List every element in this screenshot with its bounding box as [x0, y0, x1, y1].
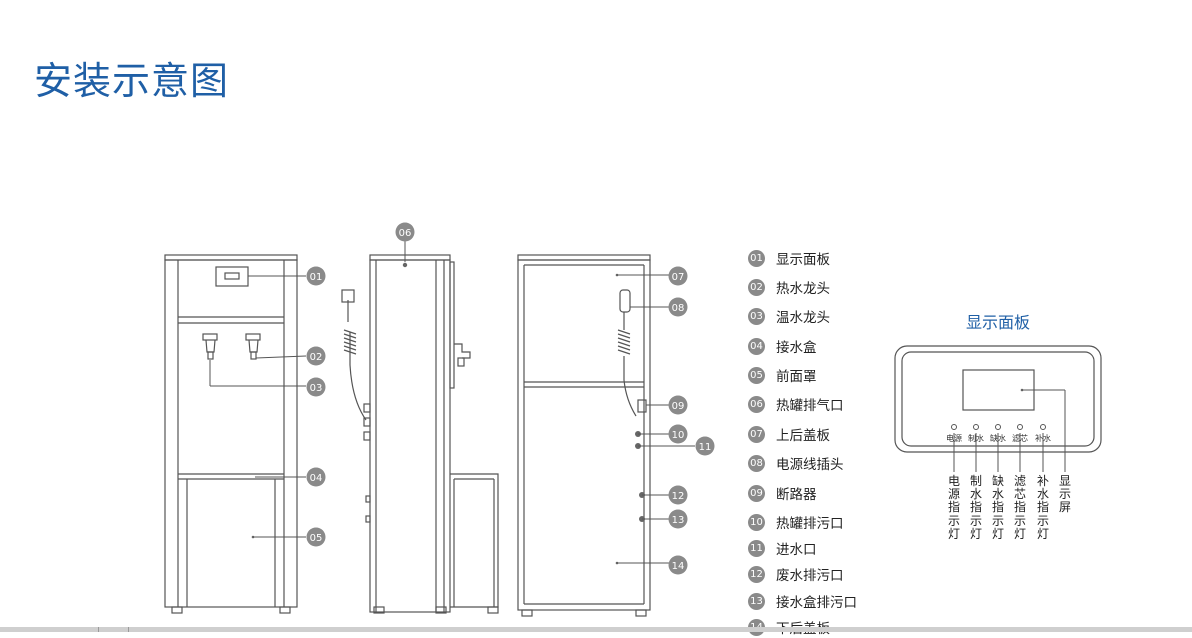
- legend-label: 接水盒: [776, 340, 817, 356]
- callout-09: 09: [668, 395, 688, 415]
- callout-08: 08: [668, 297, 688, 317]
- callout-07: 07: [668, 266, 688, 286]
- svg-text:03: 03: [310, 383, 323, 394]
- legend-item: 04 接水盒: [748, 335, 817, 357]
- legend-number: 06: [748, 395, 765, 413]
- svg-text:07: 07: [672, 272, 685, 283]
- legend-number: 04: [748, 337, 765, 355]
- legend-number: 02: [748, 278, 765, 296]
- callout-12: 12: [668, 485, 688, 505]
- svg-text:12: 12: [672, 491, 685, 502]
- callouts: 01 02 03 04 05 06 07 08 09 10 11 12 13 1…: [306, 222, 715, 575]
- svg-text:10: 10: [672, 430, 685, 441]
- legend-number: 01: [748, 249, 765, 267]
- legend-item: 10 热罐排污口: [748, 511, 844, 533]
- page-title: 安装示意图: [34, 59, 230, 103]
- svg-text:01: 01: [310, 272, 323, 283]
- legend-label: 前面罩: [776, 369, 817, 385]
- legend-number: 11: [748, 539, 765, 557]
- callout-06: 06: [395, 222, 415, 242]
- vertical-label-make-water-indicator: 制水指示灯: [969, 474, 982, 541]
- svg-text:05: 05: [310, 533, 323, 544]
- callout-11: 11: [695, 436, 715, 456]
- bottom-scrollbar[interactable]: [0, 627, 1192, 632]
- legend-number: 10: [748, 513, 765, 531]
- svg-text:08: 08: [672, 303, 685, 314]
- legend-number: 03: [748, 307, 765, 325]
- legend-label: 电源线插头: [776, 457, 844, 473]
- indicator-label-filter: 滤芯: [1012, 433, 1028, 443]
- callout-04: 04: [306, 467, 326, 487]
- legend-label: 断路器: [776, 487, 817, 503]
- legend-number: 09: [748, 484, 765, 502]
- legend-item: 09 断路器: [748, 482, 817, 504]
- indicator-label-make-water: 制水: [968, 433, 984, 443]
- callout-13: 13: [668, 509, 688, 529]
- legend-item: 11 进水口: [748, 537, 817, 559]
- indicator-label-low-water: 缺水: [990, 433, 1006, 443]
- vertical-label-low-water-indicator: 缺水指示灯: [991, 474, 1004, 541]
- legend-label: 热罐排气口: [776, 398, 844, 414]
- back-view: [517, 254, 651, 617]
- svg-text:11: 11: [699, 442, 712, 453]
- callout-14: 14: [668, 555, 688, 575]
- legend-label: 接水盒排污口: [776, 595, 857, 611]
- vertical-label-refill-indicator: 补水指示灯: [1036, 474, 1049, 541]
- legend-label: 废水排污口: [776, 568, 844, 584]
- scrollbar-segment: [0, 627, 99, 632]
- display-panel-title: 显示面板: [966, 313, 1031, 332]
- legend-number: 12: [748, 565, 765, 583]
- legend-label: 显示面板: [776, 252, 830, 268]
- indicator-label-refill: 补水: [1035, 433, 1051, 443]
- callout-03: 03: [306, 377, 326, 397]
- callout-02: 02: [306, 346, 326, 366]
- svg-text:13: 13: [672, 515, 685, 526]
- legend-label: 上后盖板: [776, 428, 830, 444]
- scrollbar-segment: [98, 627, 129, 632]
- svg-text:09: 09: [672, 401, 685, 412]
- vertical-label-display-screen: 显示屏: [1058, 474, 1071, 515]
- legend-number: 08: [748, 454, 765, 472]
- svg-text:06: 06: [399, 228, 412, 239]
- legend-label: 温水龙头: [776, 310, 830, 326]
- legend-label: 热水龙头: [776, 281, 830, 297]
- vertical-label-power-indicator: 电源指示灯: [947, 474, 960, 541]
- legend-number: 07: [748, 425, 765, 443]
- legend-item: 12 废水排污口: [748, 563, 844, 585]
- side-view: [341, 254, 499, 614]
- legend-label: 进水口: [776, 542, 817, 558]
- callout-01: 01: [306, 266, 326, 286]
- vertical-label-filter-indicator: 滤芯指示灯: [1013, 474, 1026, 541]
- callout-05: 05: [306, 527, 326, 547]
- front-view: [164, 254, 298, 614]
- legend-number: 05: [748, 366, 765, 384]
- legend-item: 07 上后盖板: [748, 423, 830, 445]
- legend-item: 06 热罐排气口: [748, 393, 844, 415]
- legend-item: 03 温水龙头: [748, 305, 830, 327]
- legend-item: 01 显示面板: [748, 247, 830, 269]
- svg-text:14: 14: [672, 561, 685, 572]
- svg-text:02: 02: [310, 352, 323, 363]
- legend-number: 13: [748, 592, 765, 610]
- svg-text:04: 04: [310, 473, 323, 484]
- callout-10: 10: [668, 424, 688, 444]
- legend-item: 08 电源线插头: [748, 452, 844, 474]
- legend-label: 热罐排污口: [776, 516, 844, 532]
- legend-item: 13 接水盒排污口: [748, 590, 857, 612]
- legend-item: 05 前面罩: [748, 364, 817, 386]
- legend-item: 02 热水龙头: [748, 276, 830, 298]
- indicator-label-power: 电源: [946, 433, 962, 443]
